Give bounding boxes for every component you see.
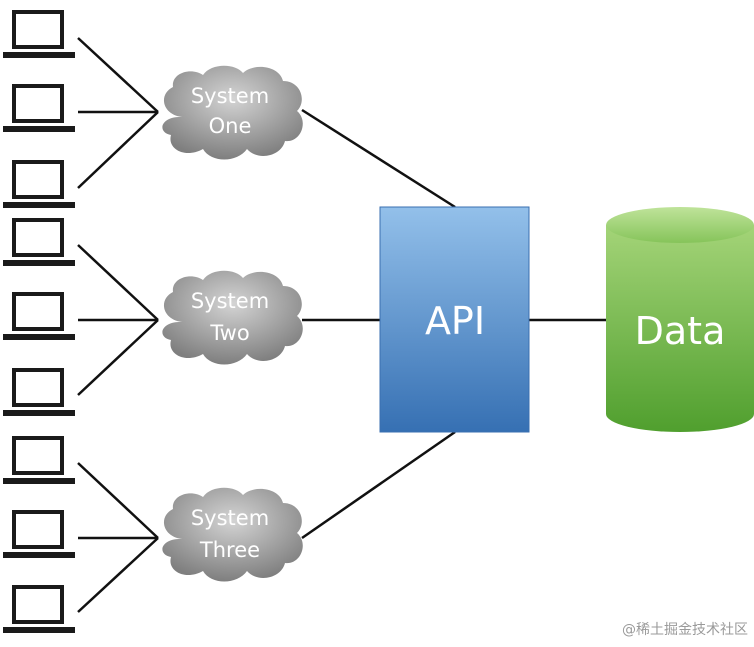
connector-lines (77, 37, 606, 613)
cloud-icon (162, 65, 303, 160)
system-two-label-line1: System (191, 289, 269, 313)
cloud-icon (162, 487, 303, 582)
laptop-icon (1, 368, 77, 418)
client-laptops (1, 10, 77, 635)
system-two-node: System Two (162, 270, 303, 365)
laptop-icon (1, 84, 77, 134)
database-label: Data (635, 309, 726, 353)
api-label: API (425, 299, 485, 343)
laptop-icon (1, 218, 77, 268)
system-two-label-line2: Two (209, 321, 249, 345)
laptop-icon (1, 510, 77, 560)
watermark: @稀土掘金技术社区 (622, 622, 748, 638)
api-node: API (379, 206, 530, 433)
laptop-icon (1, 10, 77, 60)
laptop-icon (1, 585, 77, 635)
cloud-icon (162, 270, 303, 365)
system-one-label-line2: One (209, 114, 252, 138)
database-node: Data (606, 207, 754, 432)
system-three-label-line2: Three (199, 538, 260, 562)
system-one-label-line1: System (191, 84, 269, 108)
cylinder-top (606, 207, 754, 243)
laptop-icon (1, 436, 77, 486)
laptop-icon (1, 292, 77, 342)
system-three-node: System Three (162, 487, 303, 582)
laptop-icon (1, 160, 77, 210)
system-one-node: System One (162, 65, 303, 160)
cylinder-icon (606, 225, 754, 432)
api-box (379, 206, 530, 433)
system-three-label-line1: System (191, 506, 269, 530)
